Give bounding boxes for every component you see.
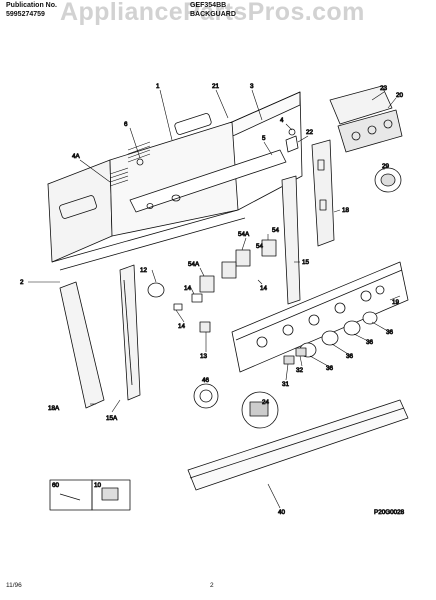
callout-18: 18 [342,207,350,214]
callout-12: 12 [140,267,148,274]
front-trim [187,399,409,491]
vertical-supports [119,175,301,401]
callout-15: 15 [302,259,310,266]
diagram-code: P20G0028 [374,509,405,516]
clock-assembly [329,85,403,193]
callout-46: 46 [202,377,210,384]
callout-5: 5 [262,135,266,142]
switches [199,239,277,293]
callout-6: 6 [124,121,128,128]
callout-4a: 4A [72,153,81,160]
callout-29: 29 [382,163,390,170]
callout-54-b: 54 [256,243,264,250]
callouts: 1 21 3 23 20 4 22 6 5 4A 29 18 54A 54 54… [20,83,405,517]
callout-14-c: 14 [178,323,186,330]
model-number: GEF354BB [190,2,227,9]
callout-14-b: 14 [260,285,268,292]
callout-20: 20 [396,92,404,99]
callout-3: 3 [250,83,254,90]
section-title: BACKGUARD [190,11,236,18]
callout-4: 4 [280,117,284,124]
callout-32: 32 [296,367,304,374]
callout-1: 1 [156,83,160,90]
callout-22: 22 [306,129,314,136]
leader-lines [28,89,401,509]
callout-10: 10 [94,482,102,489]
callout-23: 23 [380,85,388,92]
callout-14-a: 14 [184,285,192,292]
callout-15a: 15A [106,415,118,422]
indicator-parts [193,347,307,429]
callout-36-c: 36 [346,353,354,360]
callout-54a-top: 54A [238,231,250,238]
terminal-parts [147,282,211,333]
end-panel [59,281,105,409]
callout-54-a: 54 [272,227,280,234]
callout-60: 60 [52,482,60,489]
watermark: AppliancePartsPros.com [60,0,365,26]
publication-label: Publication No. [6,2,57,9]
callout-40: 40 [278,509,286,516]
backguard-frame [47,91,303,271]
callout-19: 19 [392,299,400,306]
inset-boxes [49,479,131,511]
page-number: 2 [210,582,214,589]
callout-31: 31 [282,381,290,388]
callout-36-b: 36 [366,339,374,346]
callout-21: 21 [212,83,220,90]
footer-date: 11/96 [6,582,22,589]
publication-number: 5995274759 [6,11,45,18]
side-bracket [311,139,335,247]
callout-13: 13 [200,353,208,360]
callout-54a: 54A [188,261,200,268]
callout-2: 2 [20,279,24,286]
callout-36-d: 36 [326,365,334,372]
control-panel [231,261,409,373]
callout-18a: 18A [48,405,60,412]
screw-parts [136,128,299,166]
callout-24: 24 [262,399,270,406]
callout-36-a: 36 [386,329,394,336]
